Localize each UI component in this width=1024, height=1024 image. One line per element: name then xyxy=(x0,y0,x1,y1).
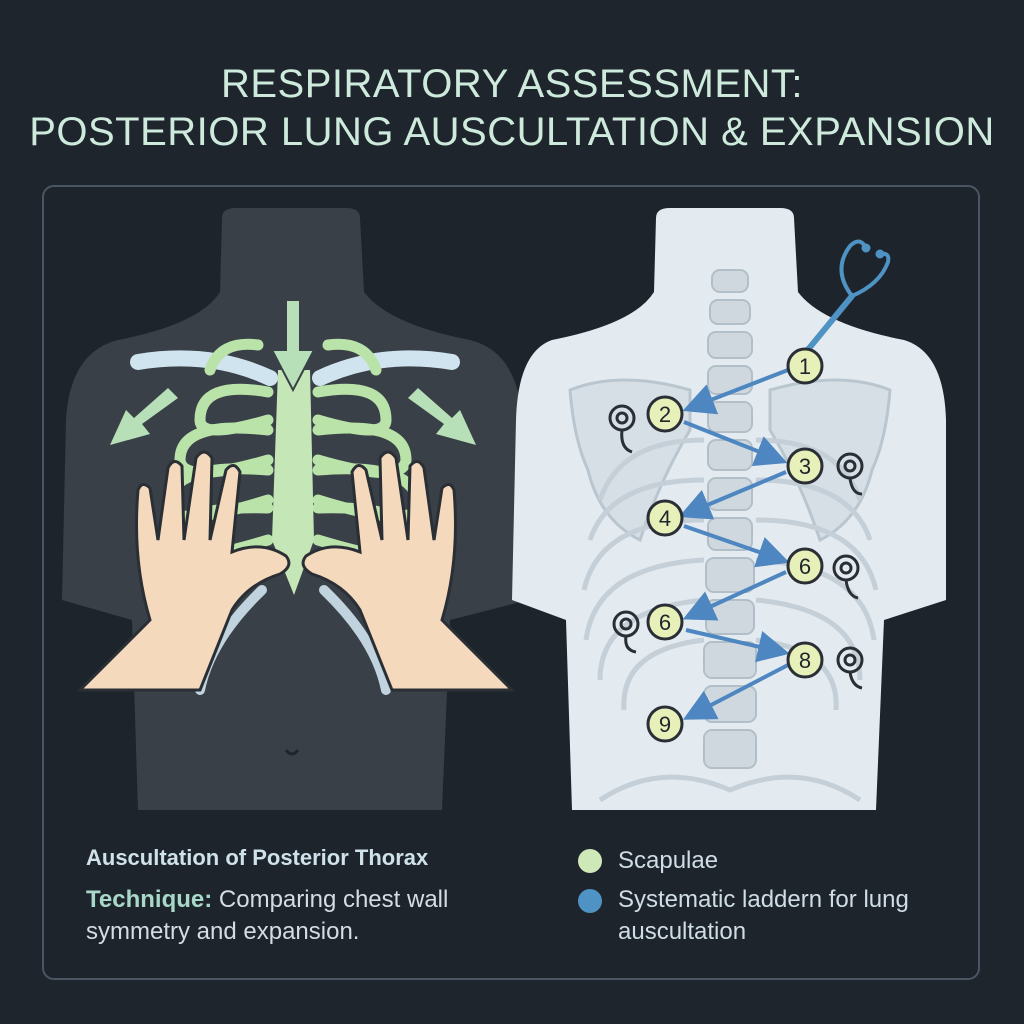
chest-piece-icon xyxy=(832,554,860,600)
svg-text:2: 2 xyxy=(659,402,671,427)
svg-text:6: 6 xyxy=(659,610,671,635)
stethoscope-icon xyxy=(803,239,891,355)
auscultation-point: 3 xyxy=(786,447,824,485)
auscultation-point: 9 xyxy=(646,705,684,743)
legend-swatch-ladder xyxy=(578,889,602,913)
auscultation-point: 8 xyxy=(786,641,824,679)
auscultation-point: 6 xyxy=(646,603,684,641)
expansion-arrow-left xyxy=(110,388,178,445)
page-title: RESPIRATORY ASSESSMENT: POSTERIOR LUNG A… xyxy=(0,60,1024,156)
svg-text:9: 9 xyxy=(659,712,671,737)
auscultation-point: 1 xyxy=(786,347,824,385)
technique-label: Technique: xyxy=(86,886,213,913)
pelvis xyxy=(598,774,862,803)
expansion-arrow-right xyxy=(408,388,476,445)
left-hand xyxy=(76,450,291,692)
expansion-arrow-down xyxy=(270,299,316,393)
technique-text: Comparing chest wall symmetry and expans… xyxy=(86,886,449,945)
auscultation-ladder-arrows xyxy=(678,368,790,720)
auscultation-point: 2 xyxy=(646,395,684,433)
legend-swatch-scapulae xyxy=(578,849,602,873)
auscultation-point: 6 xyxy=(786,547,824,585)
caption-heading: Auscultation of Posterior Thorax xyxy=(86,845,429,870)
svg-text:6: 6 xyxy=(799,554,811,579)
auscultation-point: 4 xyxy=(646,499,684,537)
right-torso-figure xyxy=(512,208,946,810)
right-clavicle xyxy=(312,350,460,386)
svg-text:8: 8 xyxy=(799,648,811,673)
caption-technique: Technique: Comparing chest wall symmetry… xyxy=(86,884,526,948)
sternum xyxy=(272,370,314,595)
right-hand xyxy=(301,450,516,692)
svg-text:4: 4 xyxy=(659,506,671,531)
chest-piece-icon xyxy=(612,610,640,654)
auscultation-markers: 1 2 3 4 6 6 8 9 xyxy=(646,347,824,743)
left-torso-figure xyxy=(62,208,528,810)
svg-text:3: 3 xyxy=(799,454,811,479)
chest-piece-icon xyxy=(608,404,636,454)
svg-text:1: 1 xyxy=(799,354,811,379)
navel xyxy=(284,749,300,756)
chest-piece-icons xyxy=(608,404,864,690)
legend-label-scapulae: Scapulae xyxy=(618,847,719,874)
title-line-1: RESPIRATORY ASSESSMENT: xyxy=(220,62,804,106)
legend-label-ladder: Systematic laddern for lung auscultation xyxy=(618,886,909,945)
title-line-2: POSTERIOR LUNG AUSCULTATION & EXPANSION xyxy=(29,110,995,154)
left-clavicle xyxy=(130,350,278,386)
chest-piece-icon xyxy=(836,646,864,690)
chest-piece-icon xyxy=(836,452,864,496)
